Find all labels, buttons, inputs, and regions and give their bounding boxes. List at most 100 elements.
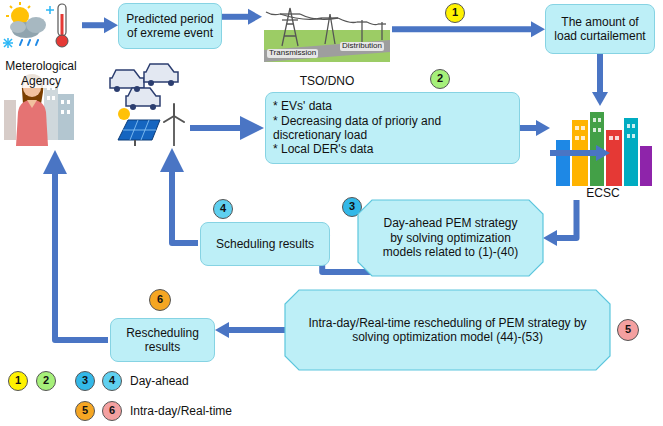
illustration-part bbox=[615, 136, 619, 140]
process-box: The amount of load curtailement bbox=[545, 4, 655, 54]
arrow-head bbox=[531, 21, 545, 37]
illustration-part bbox=[36, 40, 38, 45]
node-text: 4 bbox=[109, 374, 115, 387]
connector-line bbox=[556, 200, 577, 238]
node-text: Intra-day/Real-time rescheduling of PEM … bbox=[305, 316, 590, 345]
illustration-part bbox=[130, 120, 138, 140]
illustration-part bbox=[10, 6, 12, 8]
node-text: * Local DER's data bbox=[273, 142, 512, 156]
picture-label: Distribution bbox=[340, 42, 384, 51]
illustration-part bbox=[123, 130, 156, 131]
node-text: Rescheduling results bbox=[118, 326, 207, 355]
illustration-part bbox=[556, 140, 570, 186]
illustration-part bbox=[164, 104, 184, 122]
illustration-part bbox=[4, 39, 12, 47]
arrow-head bbox=[248, 9, 262, 25]
connector-line bbox=[392, 26, 532, 32]
grid-illustration bbox=[264, 8, 390, 62]
node-text: 2 bbox=[437, 72, 443, 85]
illustration-part bbox=[632, 124, 635, 128]
illustration-part bbox=[4, 100, 16, 140]
illustration-part bbox=[67, 110, 70, 114]
arrow-head bbox=[543, 230, 557, 246]
process-octagon: Day-ahead PEM strategy by solving optimi… bbox=[358, 200, 543, 276]
illustration-part bbox=[4, 39, 12, 47]
process-box: Predicted period of exreme event bbox=[118, 3, 222, 49]
illustration-part bbox=[581, 126, 585, 130]
weather-icon bbox=[3, 2, 68, 48]
callout-number: 2 bbox=[430, 69, 450, 89]
illustration-part bbox=[361, 20, 362, 42]
illustration-part bbox=[593, 128, 596, 132]
octagon-shape bbox=[358, 200, 543, 276]
arrow-head bbox=[592, 92, 608, 106]
illustration-part bbox=[61, 14, 64, 38]
illustration-part bbox=[28, 6, 30, 8]
illustration-part bbox=[28, 40, 30, 45]
ev-icon bbox=[110, 64, 178, 110]
illustration-part bbox=[575, 136, 579, 140]
illustration-part bbox=[173, 104, 175, 116]
der-icon bbox=[118, 104, 184, 146]
illustration-part bbox=[357, 21, 367, 22]
callout-number: 1 bbox=[445, 3, 465, 23]
illustration-part bbox=[575, 118, 635, 140]
illustration-part bbox=[56, 35, 68, 47]
illustration-part bbox=[27, 100, 37, 108]
illustration-part bbox=[61, 100, 64, 104]
process-box: Rescheduling results bbox=[110, 318, 215, 362]
illustration-part bbox=[20, 40, 38, 45]
illustration-part bbox=[627, 124, 630, 128]
illustration-part bbox=[640, 146, 652, 186]
flow-arrow bbox=[520, 120, 550, 136]
illustration-part bbox=[148, 80, 154, 86]
node-text: Scheduling results bbox=[208, 237, 322, 251]
illustration-part bbox=[52, 96, 55, 100]
illustration-part bbox=[19, 2, 21, 5]
arrow-head bbox=[536, 120, 550, 136]
illustration-part bbox=[606, 130, 622, 186]
callout-number: 5 bbox=[617, 319, 639, 341]
node-text: Meterological Agency bbox=[0, 59, 82, 88]
node-text: 3 bbox=[349, 200, 355, 213]
illustration-part bbox=[3, 6, 54, 48]
illustration-part bbox=[266, 8, 386, 46]
connector-line bbox=[597, 54, 603, 93]
illustration-part bbox=[581, 136, 585, 140]
illustration-part bbox=[609, 136, 613, 140]
illustration-part bbox=[575, 126, 579, 130]
illustration-part bbox=[282, 19, 298, 20]
flow-arrow bbox=[82, 17, 118, 33]
connector-line bbox=[520, 125, 537, 131]
node-text: * Decreasing data of prioriy and discret… bbox=[273, 114, 512, 143]
callout-number: 5 bbox=[75, 401, 95, 421]
callout-number: 2 bbox=[36, 371, 56, 391]
node-text: Day-ahead PEM strategy by solving optimi… bbox=[378, 216, 523, 259]
illustration-part bbox=[130, 104, 136, 110]
callout-number: 1 bbox=[8, 371, 28, 391]
node-text: 6 bbox=[109, 404, 115, 417]
process-octagon: Intra-day/Real-time rescheduling of PEM … bbox=[285, 290, 610, 370]
illustration-part bbox=[134, 86, 140, 92]
illustration-part bbox=[381, 22, 382, 40]
node-text: The amount of load curtailement bbox=[553, 15, 647, 44]
icon-node: Meterological Agency bbox=[0, 2, 82, 88]
node-text: * EVs' data bbox=[273, 99, 512, 113]
node-text: Predicted period of exreme event bbox=[126, 12, 214, 41]
illustration-part bbox=[55, 162, 108, 340]
node-text: 2 bbox=[43, 374, 49, 387]
arrow-head bbox=[104, 17, 118, 33]
illustration-part bbox=[6, 15, 9, 17]
illustration-part bbox=[58, 94, 74, 140]
connector-line bbox=[82, 22, 105, 28]
illustration-part bbox=[6, 2, 30, 16]
node-text: ECSC bbox=[583, 186, 622, 200]
flow-arrow bbox=[550, 145, 610, 161]
legend-label: Intra-day/Real-time bbox=[130, 404, 232, 418]
illustration-part bbox=[118, 120, 160, 140]
flow-arrow bbox=[222, 9, 262, 25]
illustration-part bbox=[378, 23, 386, 24]
illustration-part bbox=[46, 9, 54, 11]
node-text: 1 bbox=[452, 6, 458, 19]
illustration-part bbox=[16, 100, 48, 146]
